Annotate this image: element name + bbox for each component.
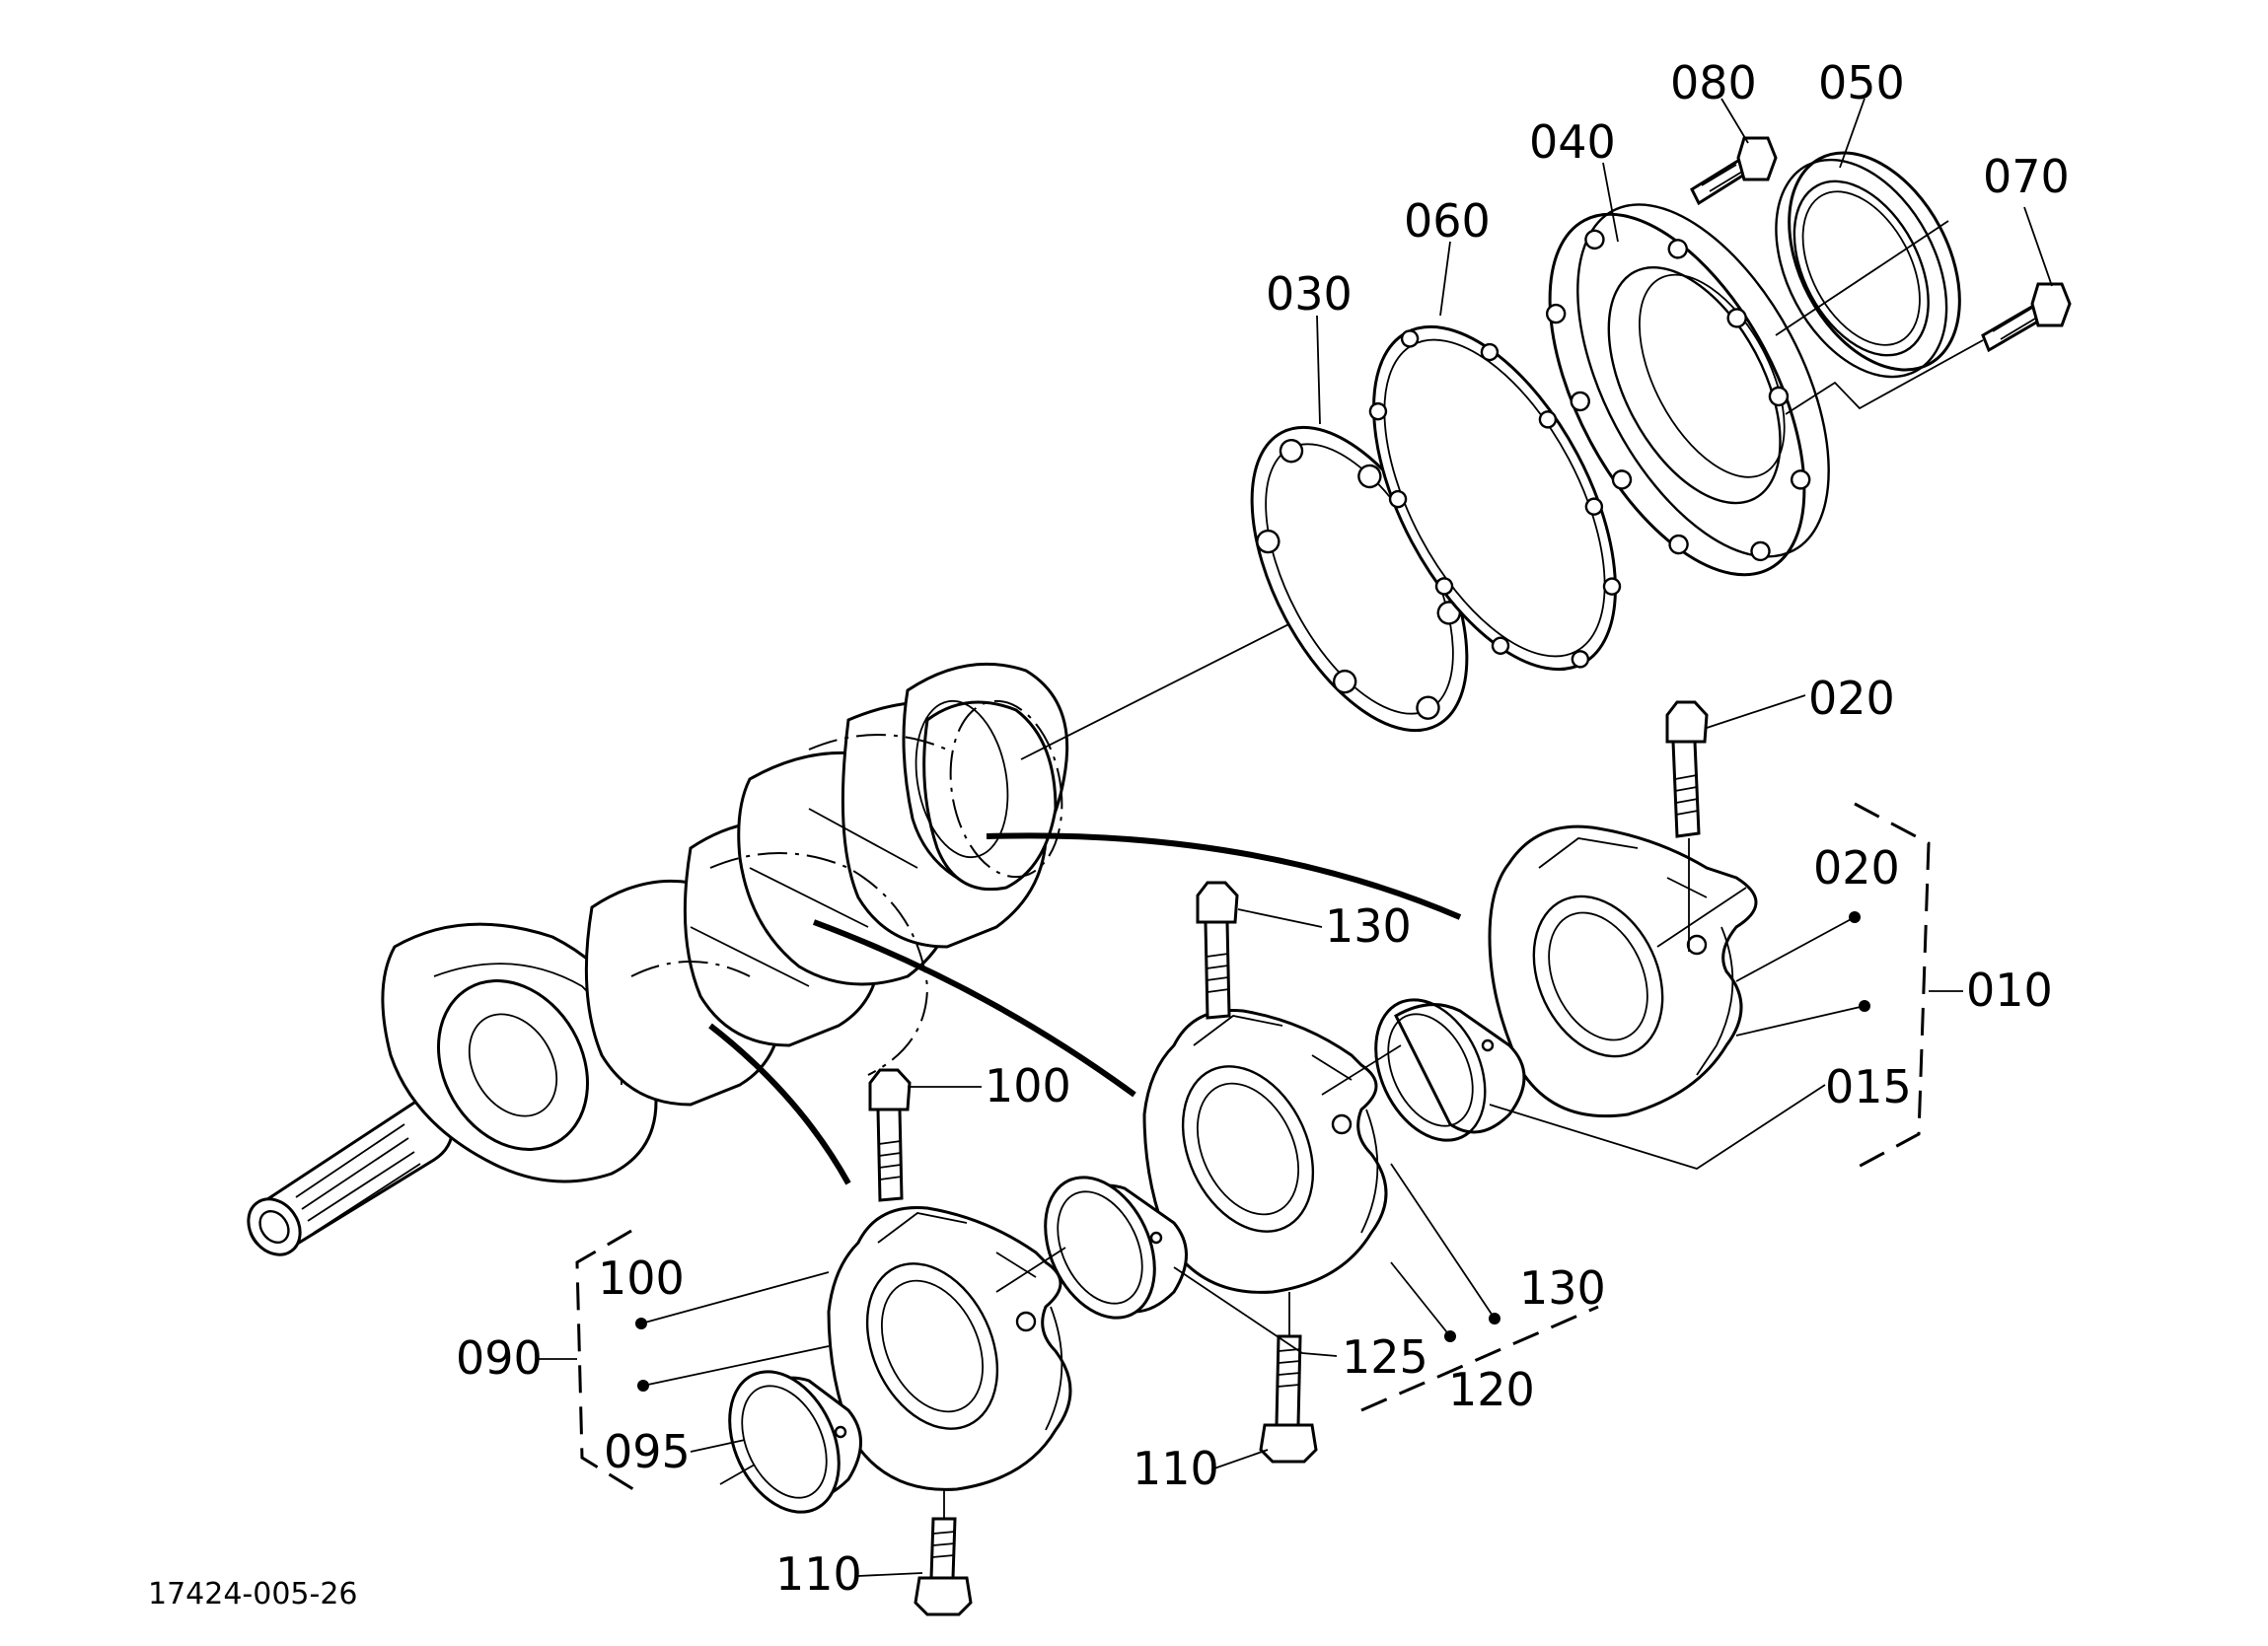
bearing-case-010 [1488, 824, 1758, 1118]
label-030: 030 [1266, 267, 1353, 321]
bracket-120 [1360, 1305, 1599, 1412]
label-020-right: 020 [1813, 841, 1900, 895]
bolt-110-bottom [914, 1517, 973, 1616]
label-015: 015 [1825, 1060, 1912, 1113]
bearing-125 [1044, 1176, 1188, 1320]
label-110-bottom: 110 [775, 1547, 862, 1601]
label-090: 090 [456, 1331, 543, 1385]
label-070: 070 [1983, 150, 2070, 203]
bolt-130 [1196, 881, 1239, 1020]
label-095: 095 [604, 1425, 691, 1478]
gasket-060 [1368, 324, 1622, 672]
bearing-095 [728, 1370, 862, 1514]
leader-lines [538, 98, 2053, 1577]
label-100-lower: 100 [598, 1252, 685, 1305]
label-050: 050 [1818, 56, 1905, 109]
oil-seal-050 [1775, 151, 1961, 379]
crankshaft [247, 497, 1540, 1256]
label-010: 010 [1966, 964, 2053, 1017]
label-110-middle: 110 [1133, 1442, 1219, 1495]
drawing-code: 17424-005-26 [148, 1577, 358, 1611]
bolt-020 [1665, 700, 1709, 838]
label-130-upper: 130 [1325, 899, 1412, 953]
bolt-100 [868, 1068, 912, 1202]
bearing-case-090 [827, 1205, 1072, 1491]
bearing-case-120 [1142, 1008, 1388, 1294]
bolt-080 [1690, 136, 1778, 206]
label-130-lower: 130 [1519, 1261, 1606, 1315]
bolt-110-middle [1259, 1334, 1318, 1464]
part-labels: 080 050 040 070 060 030 020 020 130 010 … [148, 56, 2070, 1611]
bracket-010 [1854, 802, 1931, 1171]
label-040: 040 [1529, 115, 1616, 169]
label-020-top: 020 [1808, 672, 1895, 725]
label-100-upper: 100 [985, 1059, 1071, 1112]
assembly-arcs [708, 832, 1462, 1185]
label-060: 060 [1404, 194, 1491, 248]
label-125: 125 [1342, 1330, 1428, 1384]
bolt-070 [1981, 282, 2072, 353]
label-080: 080 [1670, 56, 1757, 109]
bearing-015 [1374, 998, 1526, 1142]
bracket-090 [575, 1229, 642, 1496]
label-120: 120 [1448, 1363, 1535, 1416]
